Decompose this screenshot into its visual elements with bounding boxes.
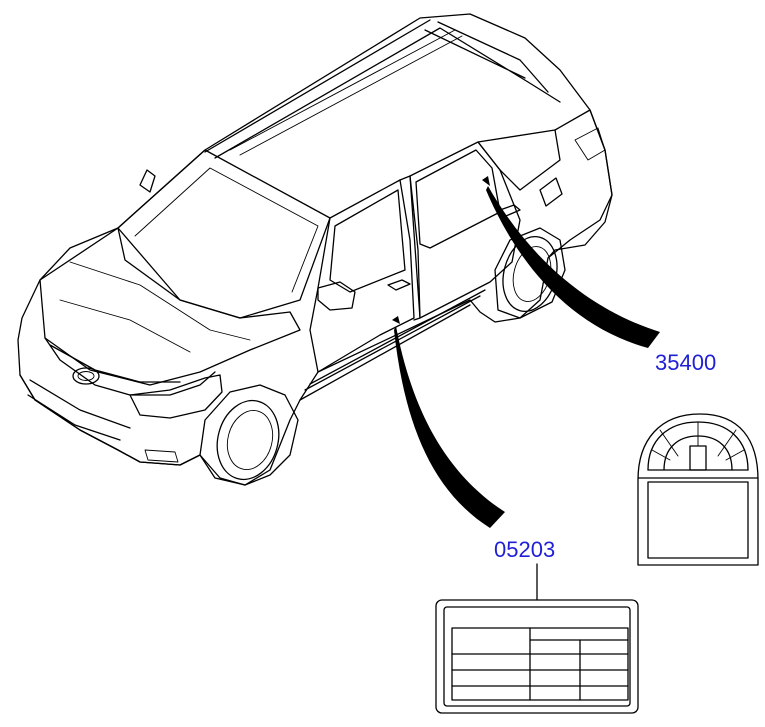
- leader-to-35400: [486, 186, 660, 348]
- tire-pressure-label-icon: [435, 599, 639, 714]
- front-grille: [44, 337, 216, 396]
- label-location-marker-pillar: [482, 176, 490, 186]
- antenna: [139, 169, 156, 193]
- door-pillar-label-icon: [637, 413, 759, 566]
- front-door-handle: [387, 279, 411, 291]
- windshield: [117, 149, 331, 319]
- rear-quarter-panel: [547, 109, 613, 259]
- fog-lamp: [144, 449, 179, 463]
- headlamp: [129, 374, 223, 419]
- fuel-door: [539, 177, 563, 207]
- tail-lamp: [574, 127, 606, 161]
- rear-quarter-window: [477, 129, 561, 191]
- brand-emblem-inner: [77, 371, 95, 381]
- roof-line: [204, 19, 561, 159]
- windshield-inner: [134, 167, 319, 293]
- hood-crease: [59, 261, 251, 353]
- roof-rail: [229, 29, 463, 156]
- brand-emblem: [72, 367, 100, 385]
- part-number-35400[interactable]: 35400: [655, 350, 716, 375]
- front-door: [309, 179, 415, 373]
- label-location-marker-door: [392, 316, 400, 324]
- vehicle-illustration: [17, 13, 613, 486]
- part-number-05203[interactable]: 05203: [494, 537, 555, 562]
- callout-05203[interactable]: 05203: [435, 537, 639, 714]
- leader-to-05203: [394, 326, 505, 528]
- front-bumper: [19, 374, 201, 466]
- front-door-window: [329, 189, 406, 293]
- hood: [39, 227, 301, 386]
- rear-door-window: [415, 149, 501, 249]
- front-wheel: [199, 384, 299, 486]
- b-pillar: [399, 175, 421, 321]
- side-mirror: [317, 281, 356, 311]
- callout-35400[interactable]: 35400: [637, 350, 759, 566]
